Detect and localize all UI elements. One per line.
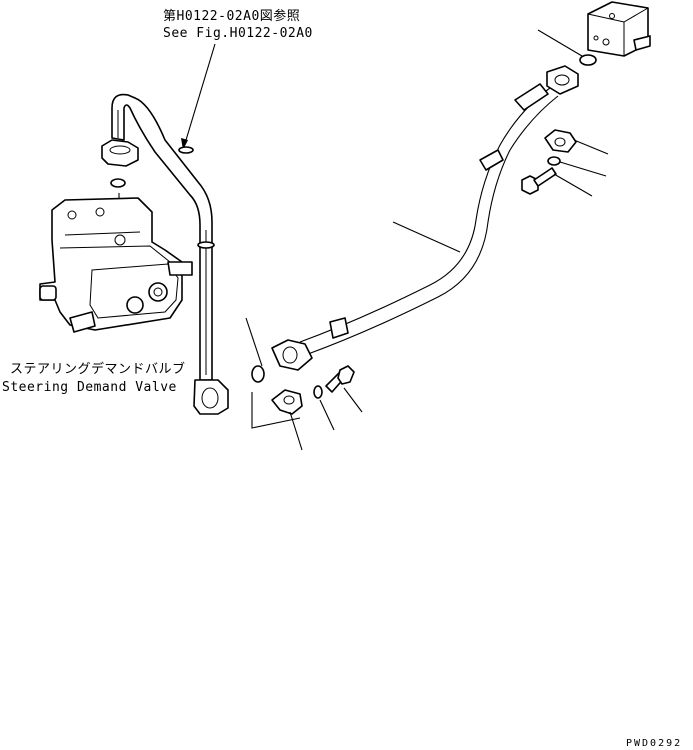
- mounting-block: [587, 1, 651, 57]
- valve-caption-jp: ステアリングデマンドバルブ: [10, 361, 186, 377]
- upper-washer-leader: [559, 161, 607, 177]
- upper-washer: [547, 156, 561, 166]
- hose-leader: [392, 221, 461, 253]
- steering-demand-valve: [39, 197, 193, 333]
- upper-flange-leader: [573, 139, 609, 155]
- lower-flange-bracket: [251, 392, 301, 429]
- hose-assembly: [299, 83, 559, 355]
- upper-bolt-leader: [553, 173, 593, 197]
- reference-leader-line: [182, 43, 216, 151]
- reference-note-jp: 第H0122-02A0図参照: [163, 8, 300, 24]
- steel-tube: [111, 93, 215, 381]
- reference-note-en: See Fig.H0122-02A0: [163, 26, 313, 41]
- lower-split-flange: [271, 389, 303, 415]
- lower-bolt: [325, 365, 355, 393]
- lower-hose-fitting: [271, 339, 313, 371]
- o-ring-lower-leader: [245, 317, 263, 367]
- drawing-code: PWD0292: [626, 738, 682, 749]
- lower-flange: [193, 379, 229, 415]
- lower-bolt-leader: [343, 387, 363, 413]
- lower-flange-leader: [289, 411, 303, 451]
- lower-washer-leader: [319, 399, 335, 431]
- o-ring-lower: [251, 365, 265, 383]
- upper-hose-fitting: [546, 65, 579, 95]
- valve-caption-en: Steering Demand Valve: [2, 380, 177, 395]
- o-ring-upper: [110, 178, 126, 188]
- upper-flange: [101, 139, 139, 167]
- lower-washer: [313, 385, 323, 399]
- upper-split-flange: [544, 129, 577, 153]
- o-ring-top: [579, 54, 597, 66]
- o-ring-top-leader: [537, 29, 583, 57]
- upper-bolt: [521, 167, 557, 195]
